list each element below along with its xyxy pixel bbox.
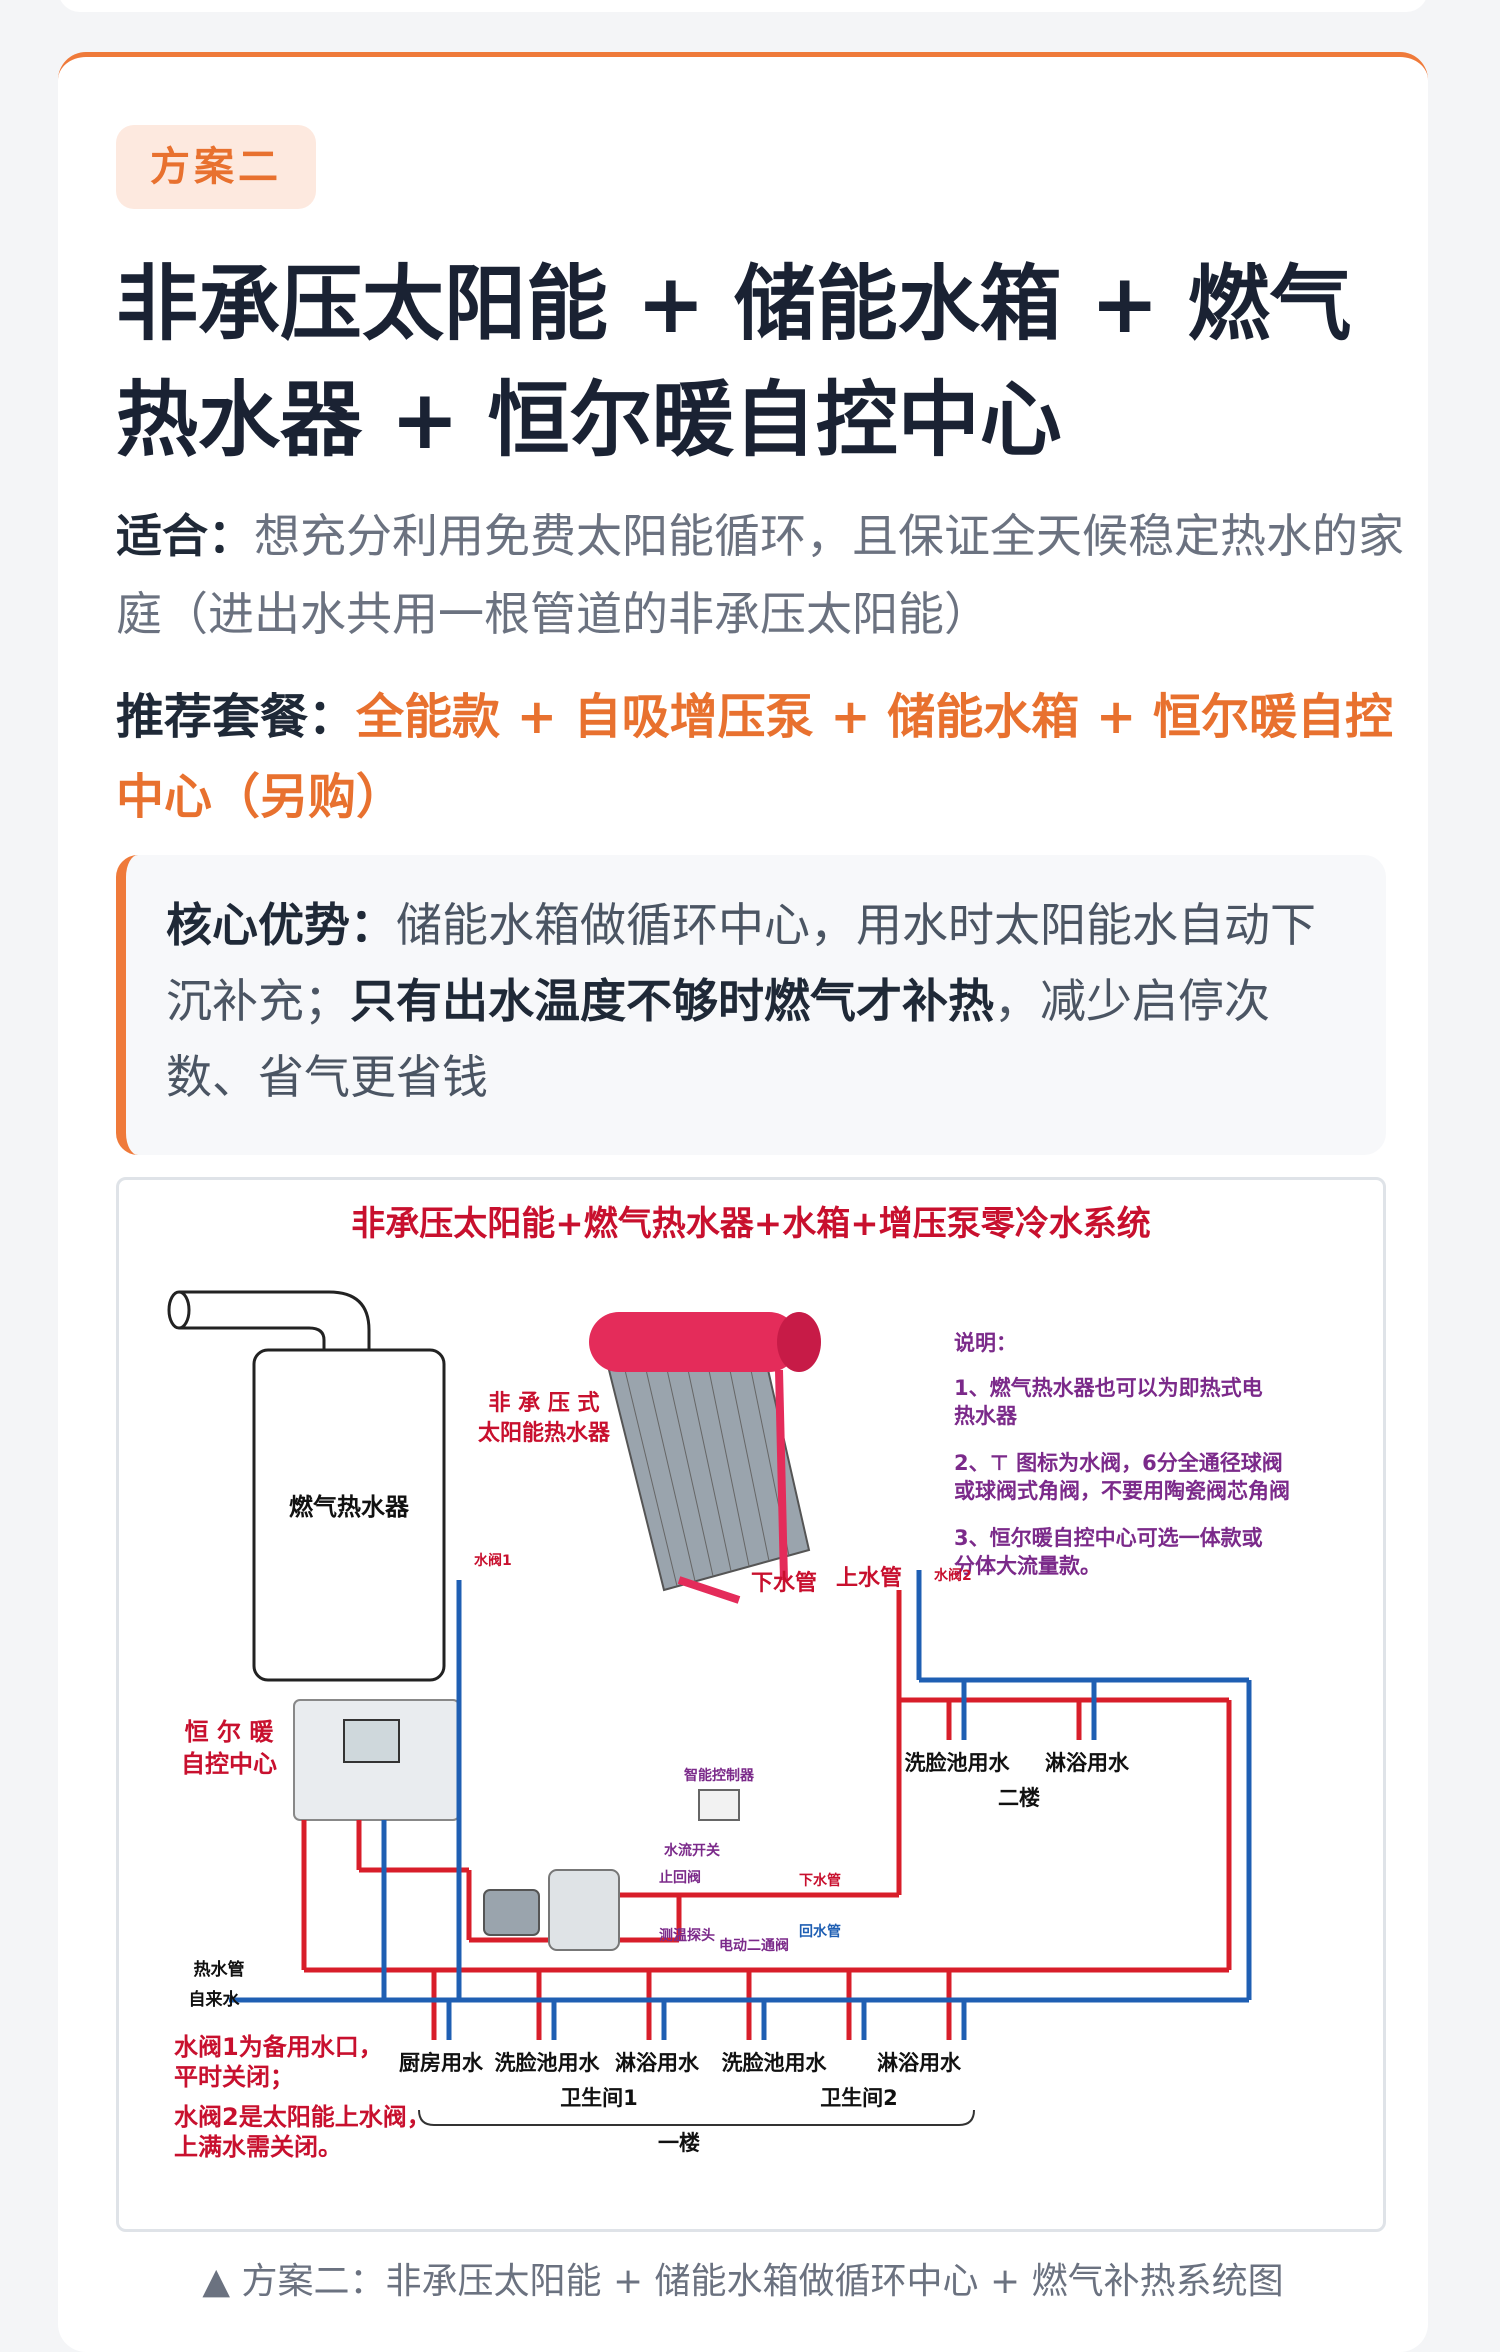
- control-label-2: 自控中心: [181, 1750, 277, 1778]
- control-label-1: 恒 尔 暖: [185, 1718, 275, 1746]
- flue-pipe: [179, 1290, 371, 1350]
- tap-water-label: 自来水: [189, 1989, 241, 2010]
- recommended-package: 推荐套餐：全能款 + 自吸增压泵 + 储能水箱 + 恒尔暖自控中心（另购）: [116, 677, 1406, 837]
- diagram-caption: ▲ 方案二：非承压太阳能 + 储能水箱做循环中心 + 燃气补热系统图: [202, 2261, 1284, 2302]
- fit-text: 想充分利用免费太阳能循环，且保证全天候稳定热水的家庭（进出水共用一根管道的非承压…: [116, 509, 1404, 641]
- smart-controller-box: [698, 1789, 740, 1821]
- control-screen: [343, 1719, 400, 1763]
- electric-valve-label: 电动二通阀: [719, 1937, 789, 1954]
- down-pipe-label: 下水管: [751, 1570, 817, 1596]
- solar-label-1: 非 承 压 式: [489, 1391, 600, 1416]
- booster-pump: [483, 1889, 540, 1936]
- hot-pipe-label: 热水管: [194, 1959, 245, 1980]
- plan-card: 方案二 非承压太阳能 + 储能水箱 + 燃气 热水器 + 恒尔暖自控中心 适合：…: [58, 52, 1428, 2352]
- floor2-name: 二楼: [998, 1786, 1040, 1810]
- svg-text:热水器: 热水器: [954, 1404, 1018, 1428]
- bath2-label: 卫生间2: [820, 2086, 898, 2110]
- adv-label: 核心优势：: [166, 898, 396, 952]
- gas-heater-label: 燃气热水器: [289, 1493, 410, 1521]
- solar-heater: [589, 1312, 821, 1604]
- svg-text:1、燃气热水器也可以为即热式电: 1、燃气热水器也可以为即热式电: [954, 1376, 1263, 1400]
- bath1-label: 卫生间1: [560, 2086, 638, 2110]
- plan-tag: 方案二: [116, 125, 316, 209]
- solar-label-2: 太阳能热水器: [478, 1420, 611, 1446]
- rec-text: 全能款 + 自吸增压泵 + 储能水箱 + 恒尔暖自控中心（另购）: [116, 689, 1393, 825]
- floor1-fixture-1: 厨房用水: [399, 2051, 484, 2075]
- diagram-title: 非承压太阳能+燃气热水器+水箱+增压泵零冷水系统: [351, 1204, 1150, 1244]
- svg-text:2、⊤ 图标为水阀，6分全通径球阀: 2、⊤ 图标为水阀，6分全通径球阀: [954, 1451, 1283, 1475]
- plan-title: 非承压太阳能 + 储能水箱 + 燃气 热水器 + 恒尔暖自控中心: [116, 247, 1406, 479]
- check-valve-label: 止回阀: [659, 1869, 701, 1886]
- gas-heater: [252, 1348, 446, 1682]
- floor2-fixture-1: 洗脸池用水: [905, 1751, 1011, 1775]
- previous-card-edge: [58, 0, 1428, 12]
- temp-probe-label: 测温探头: [659, 1927, 715, 1944]
- adv-text-1: 储能水箱做循环中心，用水时太阳能水自动下沉补充；: [166, 898, 1316, 1028]
- fit-description: 适合：想充分利用免费太阳能循环，且保证全天候稳定热水的家庭（进出水共用一根管道的…: [116, 497, 1406, 653]
- valve2-label: 水阀2: [934, 1567, 972, 1584]
- svg-text:分体大流量款。: 分体大流量款。: [954, 1554, 1101, 1578]
- flow-switch-label: 水流开关: [664, 1842, 720, 1859]
- down-pipe-small-label: 下水管: [799, 1872, 841, 1889]
- notes: 说明： 1、燃气热水器也可以为即热式电 热水器 2、⊤ 图标为水阀，6分全通径球…: [954, 1331, 1290, 1578]
- core-advantage-box: 核心优势：储能水箱做循环中心，用水时太阳能水自动下沉补充；只有出水温度不够时燃气…: [116, 855, 1386, 1155]
- system-diagram: 非承压太阳能+燃气热水器+水箱+增压泵零冷水系统 燃气热水器 恒 尔 暖 自控中…: [116, 1177, 1386, 2232]
- svg-text:或球阀式角阀，不要用陶瓷阀芯角阀: 或球阀式角阀，不要用陶瓷阀芯角阀: [954, 1479, 1290, 1503]
- valve-notes: 水阀1为备用水口， 平时关闭； 水阀2是太阳能上水阀， 上满水需关闭。: [174, 2033, 431, 2161]
- return-pipe-label: 回水管: [799, 1923, 841, 1940]
- floor2-fixture-2: 淋浴用水: [1045, 1751, 1130, 1775]
- svg-text:平时关闭；: 平时关闭；: [174, 2063, 294, 2091]
- floor1-bracket: [418, 2109, 975, 2126]
- title-line-2: 热水器 + 恒尔暖自控中心: [116, 373, 1062, 468]
- floor1-name: 一楼: [658, 2131, 700, 2155]
- floor1-fixture-3: 淋浴用水: [615, 2051, 700, 2075]
- svg-text:上满水需关闭。: 上满水需关闭。: [174, 2133, 342, 2161]
- floor1-fixture-2: 洗脸池用水: [495, 2051, 601, 2075]
- smart-controller-label: 智能控制器: [683, 1767, 755, 1784]
- rec-label: 推荐套餐：: [116, 689, 357, 745]
- cold-water-pipes: [229, 1570, 1252, 2040]
- floor1-fixture-4: 洗脸池用水: [722, 2051, 828, 2075]
- svg-text:3、恒尔暖自控中心可选一体款或: 3、恒尔暖自控中心可选一体款或: [954, 1526, 1263, 1550]
- adv-text-2: ，减少启停次数、省气更省钱: [166, 974, 1270, 1104]
- storage-tank: [548, 1869, 620, 1951]
- svg-text:水阀2是太阳能上水阀，: 水阀2是太阳能上水阀，: [174, 2103, 431, 2131]
- svg-text:说明：: 说明：: [954, 1331, 1017, 1355]
- adv-strong: 只有出水温度不够时燃气才补热: [350, 974, 994, 1028]
- up-pipe-label: 上水管: [836, 1565, 902, 1591]
- fit-label: 适合：: [116, 509, 254, 563]
- title-line-1: 非承压太阳能 + 储能水箱 + 燃气: [116, 257, 1352, 352]
- svg-text:水阀1为备用水口，: 水阀1为备用水口，: [174, 2033, 383, 2061]
- floor1-fixture-5: 淋浴用水: [877, 2051, 962, 2075]
- valve1-label: 水阀1: [474, 1552, 512, 1569]
